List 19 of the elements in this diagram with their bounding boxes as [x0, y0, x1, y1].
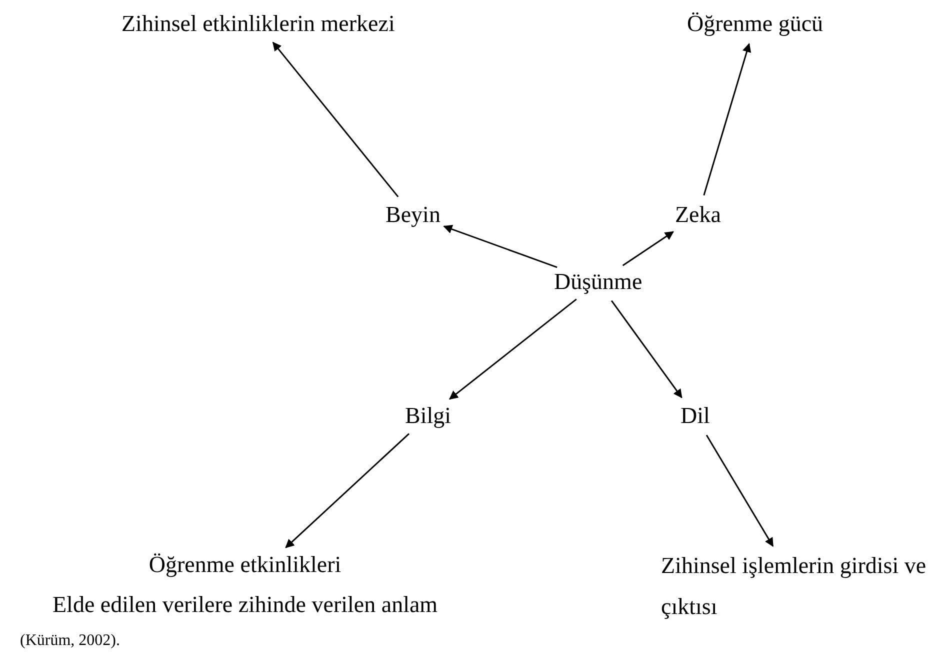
node-text: Düşünme — [554, 268, 642, 296]
node-text: Öğrenme gücü — [687, 10, 824, 38]
node-text: Beyin — [386, 201, 440, 229]
node-text: Elde edilen verilere zihinde verilen anlam — [52, 591, 438, 620]
arrow — [703, 43, 752, 196]
node-text: Zeka — [675, 201, 721, 229]
node-text: Zihinsel etkinliklerin merkezi — [122, 10, 395, 38]
node-text: Zihinsel işlemlerin girdisi ve çıktısı — [661, 552, 928, 622]
arrow — [448, 298, 577, 400]
arrow — [610, 300, 682, 398]
node-text: Bilgi — [405, 402, 452, 430]
arrow — [622, 231, 674, 266]
node-text: Dil — [680, 402, 710, 430]
citation-note: (Kürüm, 2002). — [20, 632, 120, 650]
arrow — [285, 433, 410, 548]
node-text: Öğrenme etkinlikleri — [148, 551, 342, 579]
arrow — [272, 42, 399, 198]
arrow — [443, 224, 558, 268]
arrow — [706, 434, 774, 547]
